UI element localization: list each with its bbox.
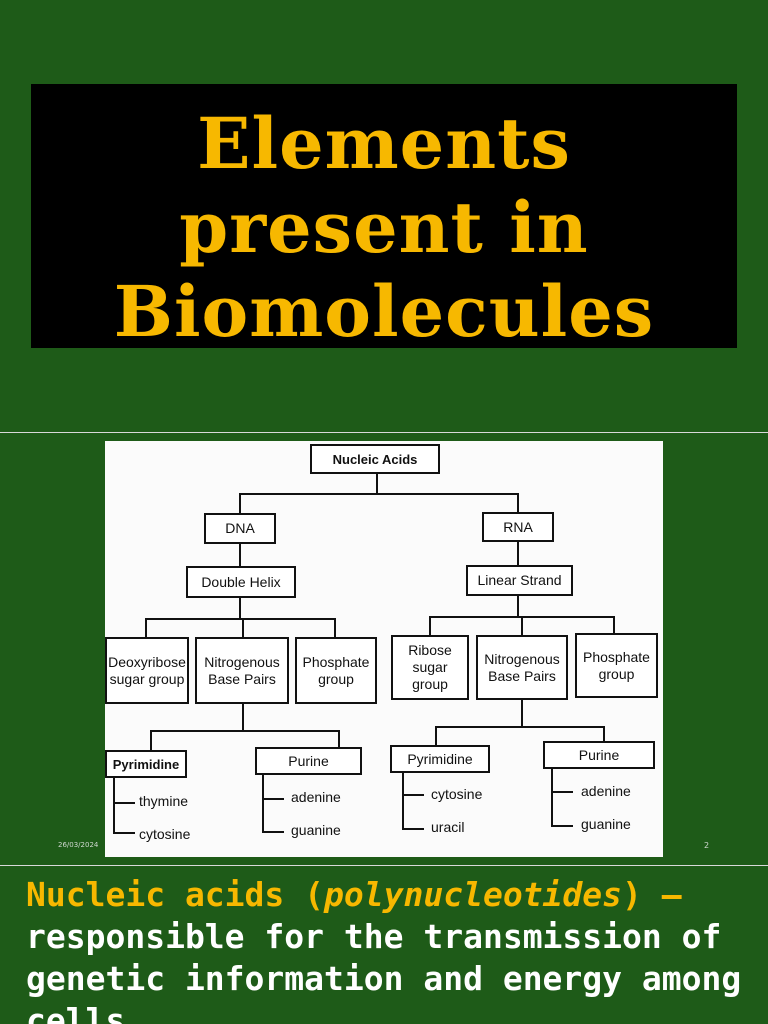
description-text: responsible for the transmission of gene… xyxy=(26,917,742,1024)
title-line-3: Biomolecules xyxy=(113,270,655,353)
term-close: ) – xyxy=(622,875,682,914)
title-line-1: Elements xyxy=(197,102,571,185)
node-double-helix: Double Helix xyxy=(186,566,296,598)
base-dna-adenine: adenine xyxy=(291,789,341,805)
slide-definition: Nucleic acids (polynucleotides) –respons… xyxy=(0,866,768,1024)
base-dna-guanine: guanine xyxy=(291,822,341,838)
footer-date: 26/03/2024 xyxy=(58,841,99,849)
slide-separator xyxy=(0,432,768,433)
slide-separator xyxy=(0,865,768,866)
title-box: Elements present in Biomolecules xyxy=(31,84,737,352)
node-rna: RNA xyxy=(482,512,554,542)
base-rna-guanine: guanine xyxy=(581,816,631,832)
node-nucleic-acids: Nucleic Acids xyxy=(310,444,440,474)
node-dna-phosphate: Phosphate group xyxy=(295,637,377,704)
node-rna-purine: Purine xyxy=(543,741,655,769)
node-dna: DNA xyxy=(204,513,276,544)
base-thymine: thymine xyxy=(139,793,189,809)
slide-number: 2 xyxy=(704,841,710,850)
node-rna-base-pairs: Nitrogenous Base Pairs xyxy=(476,635,568,700)
node-rna-phosphate: Phosphate group xyxy=(575,633,658,698)
node-dna-purine: Purine xyxy=(255,747,362,775)
node-deoxyribose: Deoxyribose sugar group xyxy=(105,637,189,704)
node-ribose: Ribose sugar group xyxy=(391,635,469,700)
title-line-2: present in xyxy=(179,186,589,269)
slide-title: Elements present in Biomolecules xyxy=(0,0,768,432)
base-rna-adenine: adenine xyxy=(581,783,631,799)
nucleic-acid-diagram: Nucleic Acids DNA RNA Double Helix Linea… xyxy=(105,441,663,857)
node-rna-pyrimidine: Pyrimidine xyxy=(390,745,490,773)
term-text: Nucleic acids ( xyxy=(26,875,325,914)
node-linear-strand: Linear Strand xyxy=(466,565,573,596)
slide-diagram: Nucleic Acids DNA RNA Double Helix Linea… xyxy=(0,433,768,865)
definition-text: Nucleic acids (polynucleotides) –respons… xyxy=(26,874,756,1024)
node-dna-pyrimidine: Pyrimidine xyxy=(105,750,187,778)
base-uracil: uracil xyxy=(431,819,465,835)
base-dna-cytosine: cytosine xyxy=(139,826,191,842)
term-italic: polynucleotides xyxy=(324,875,623,914)
node-dna-base-pairs: Nitrogenous Base Pairs xyxy=(195,637,289,704)
base-rna-cytosine: cytosine xyxy=(431,786,483,802)
